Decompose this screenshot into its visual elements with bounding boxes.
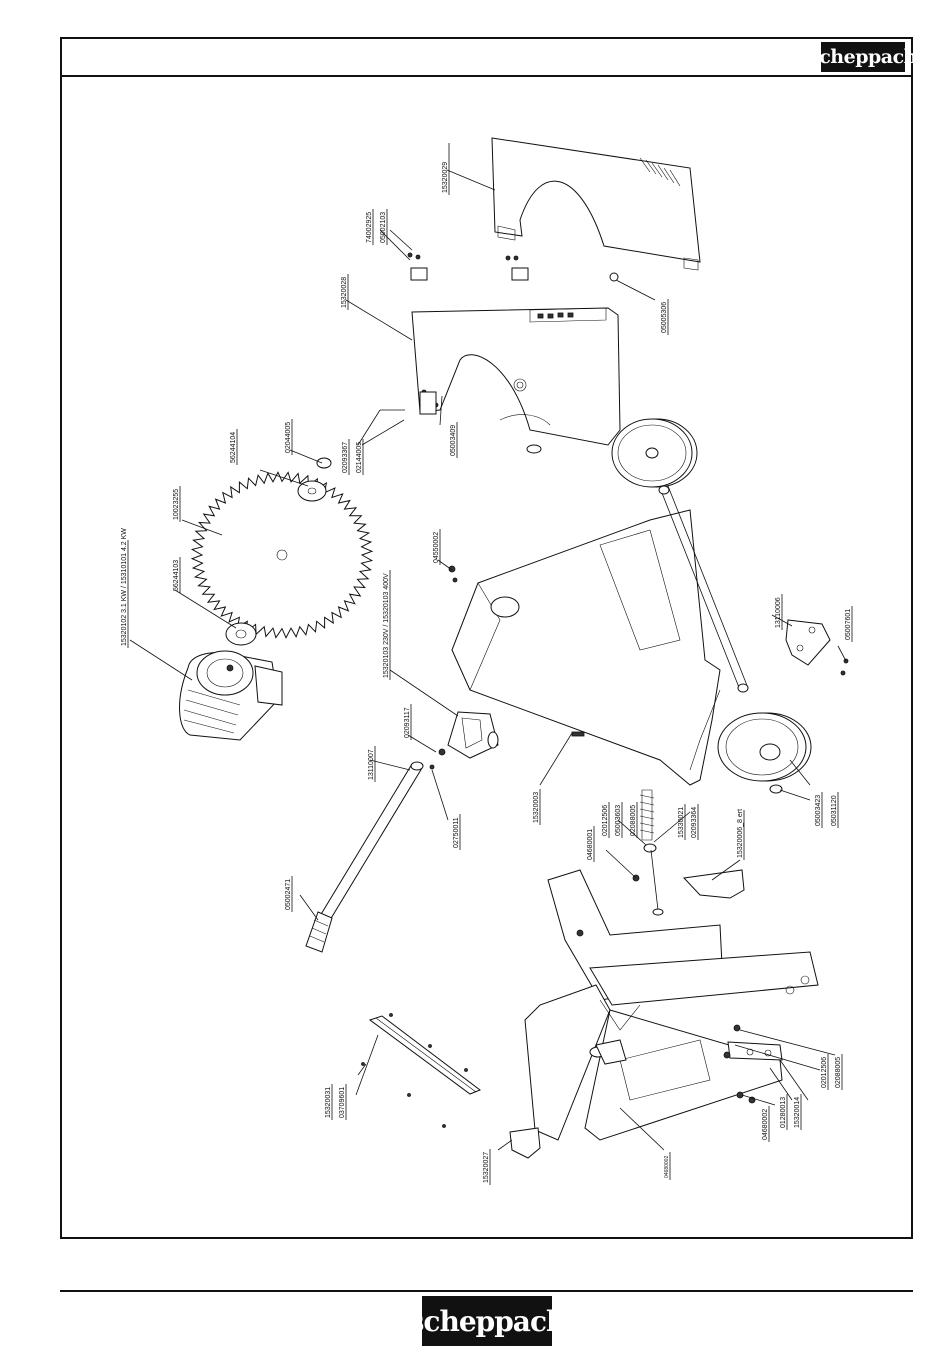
part-label: 05007601: [845, 609, 852, 640]
part-label: 56244104: [230, 432, 237, 463]
lower-table-frame: [524, 869, 819, 1141]
part-label: 04550002: [433, 532, 440, 563]
stand-frame: [448, 485, 749, 786]
part-label: 05003409: [450, 425, 457, 456]
part-label: 02093117: [404, 707, 411, 738]
part-label: 15320003: [533, 792, 540, 823]
part-label: 05031120: [831, 795, 838, 826]
part-label: 15320103 230V / 15320103 400V: [383, 573, 390, 678]
header-divider: [62, 75, 911, 77]
part-label: 05003603: [615, 805, 622, 836]
handle-shaft: [305, 761, 424, 953]
part-label: 05002471: [285, 879, 292, 910]
part-label: 10023255: [173, 489, 180, 520]
footer-divider: [60, 1290, 913, 1292]
part-label: 02088005: [835, 1057, 842, 1088]
part-label: 15320028: [341, 277, 348, 308]
part-label: 02012506: [821, 1057, 828, 1088]
part-label: 02093364: [691, 807, 698, 838]
part-label: 04680001: [587, 829, 594, 860]
wheel-lower: [717, 712, 812, 794]
leader-lines: [129, 169, 847, 1151]
part-label: 15330021: [678, 807, 685, 838]
upper-blade-guard: [491, 137, 701, 282]
part-label: 04680002: [664, 1156, 670, 1178]
belt-cover: [509, 1127, 541, 1159]
part-label: 56244103: [173, 560, 180, 591]
part-label: 15320014: [794, 1097, 801, 1128]
part-label: 02088005: [630, 805, 637, 836]
part-label: 02750011: [453, 817, 460, 848]
part-label: 15320102 3.1 KW / 15310101 4.2 KW: [121, 528, 128, 646]
switch-unit: [429, 711, 499, 770]
part-number-labels: 15320029 74002925 05002103 15320028 0500…: [121, 143, 853, 1185]
wheel-bracket: [785, 619, 849, 676]
brand-logo-top: scheppach: [809, 42, 917, 72]
saw-blade: [190, 471, 374, 639]
electric-motor: [179, 650, 283, 741]
part-label: 01280013: [780, 1097, 787, 1128]
blade-flanges: [225, 457, 332, 646]
part-label: 02044005: [285, 422, 292, 453]
spring-rod: [632, 789, 664, 916]
part-label: 03709601: [339, 1087, 346, 1118]
part-label: 05005306: [661, 302, 668, 333]
part-label: 74002925: [366, 212, 373, 243]
wheel-upper: [611, 418, 698, 488]
part-label: 15320027: [483, 1152, 490, 1183]
brand-logo-bottom: scheppach: [409, 1296, 566, 1346]
part-label: 05003423: [815, 795, 822, 826]
part-label: 02144005: [356, 442, 363, 473]
part-label: 04680002: [762, 1109, 769, 1140]
drawing-frame: scheppach: [60, 37, 917, 1239]
part-label: 13110007: [368, 749, 375, 780]
hinge-plates: [407, 252, 529, 281]
part-label: 13110006: [775, 597, 782, 628]
part-label: 15320006_8 ert: [737, 809, 744, 858]
part-label: 15320029: [442, 162, 449, 193]
saw-housing: [380, 307, 621, 454]
guide-rail: [361, 1013, 482, 1128]
part-label: 05002103: [380, 212, 387, 243]
part-label: 02093367: [342, 442, 349, 473]
part-label: 15320031: [325, 1087, 332, 1118]
part-label: 02012506: [602, 805, 609, 836]
chip-deflector: [682, 869, 745, 899]
